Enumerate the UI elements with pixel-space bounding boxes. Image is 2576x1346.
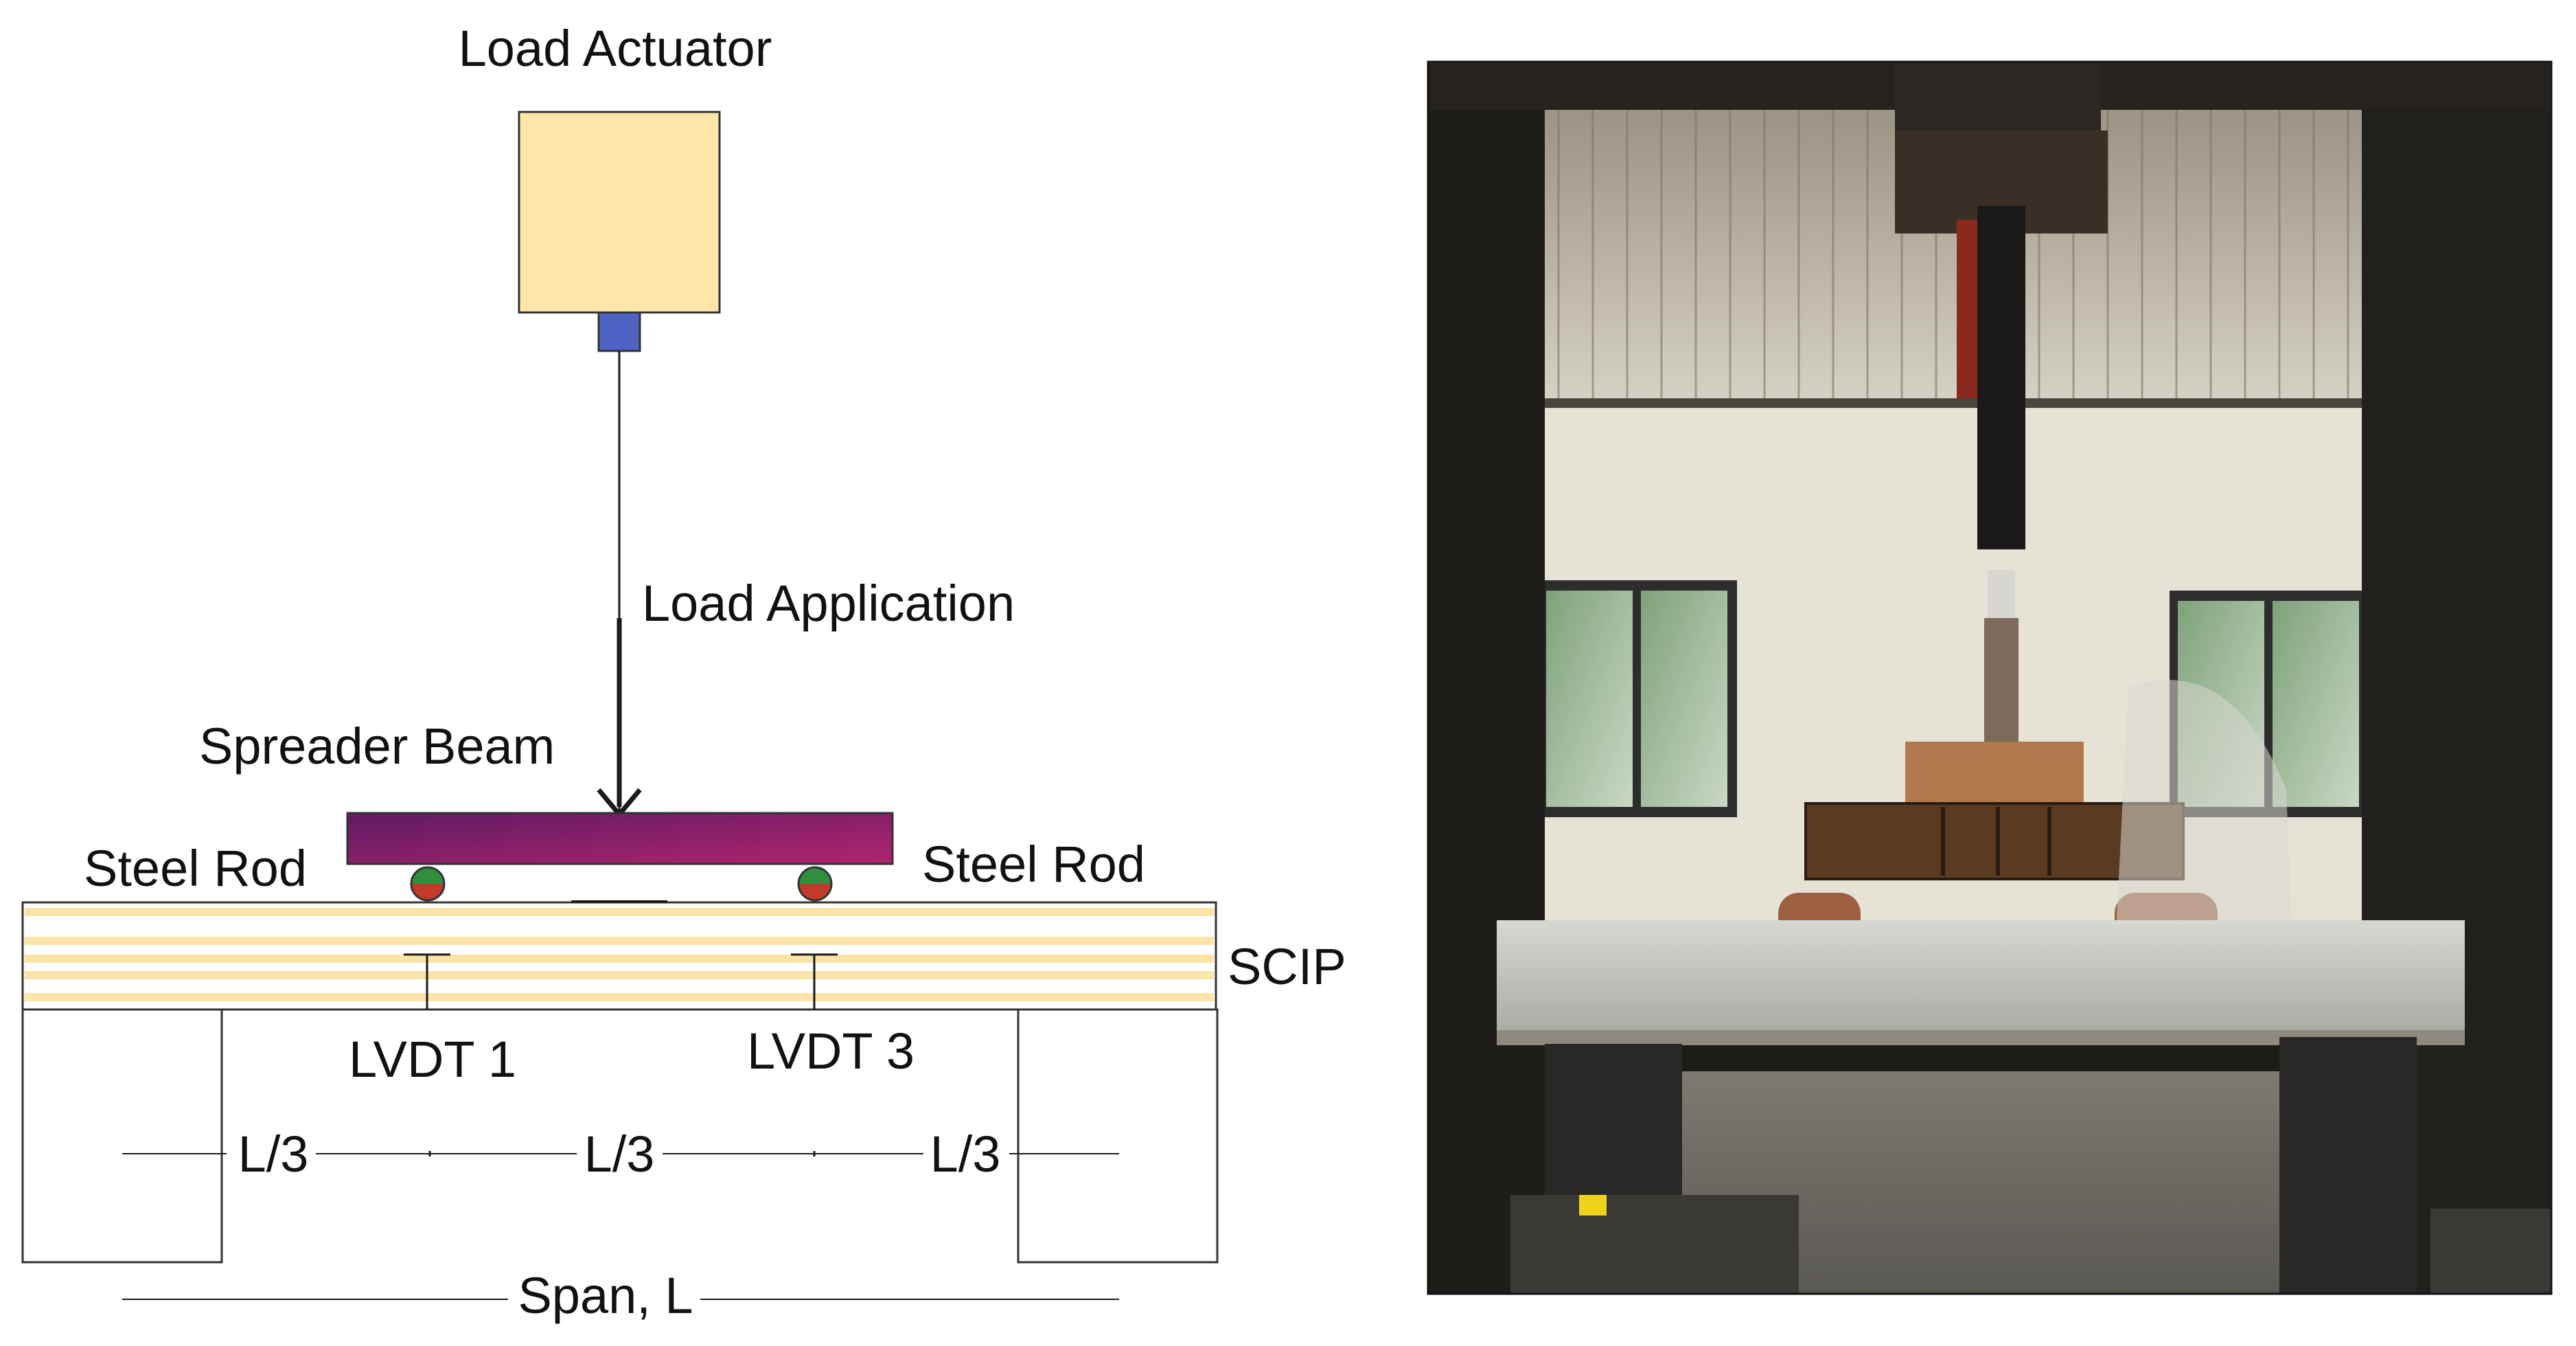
third-label-1: L/3: [238, 1126, 309, 1183]
support-right: [1017, 1008, 1219, 1264]
third-label-3: L/3: [930, 1126, 1001, 1183]
third-label-2: L/3: [584, 1126, 655, 1183]
load-actuator-label: Load Actuator: [459, 20, 772, 77]
thirds-dimension-line: [122, 1151, 1119, 1156]
lvdt-3: [791, 953, 838, 1010]
steel-rod-right-label: Steel Rod: [922, 836, 1145, 893]
test-setup-photo: [1427, 60, 2553, 1295]
span-label: Span, L: [518, 1267, 693, 1324]
load-application-label: Load Application: [642, 575, 1015, 632]
scip-panel: [21, 900, 1217, 1011]
steel-rod-left-label: Steel Rod: [84, 840, 307, 897]
spreader-beam: [346, 812, 894, 865]
load-actuator-body: [518, 111, 721, 314]
lvdt-1-label: LVDT 1: [349, 1031, 516, 1088]
steel-rod-right: [797, 866, 833, 902]
lvdt-1: [404, 953, 450, 1010]
load-actuator-piston: [597, 311, 641, 352]
lvdt-3-label: LVDT 3: [747, 1023, 915, 1080]
steel-rod-left: [410, 866, 446, 902]
support-left: [21, 1008, 223, 1264]
scip-label: SCIP: [1228, 938, 1346, 995]
schematic: Load Actuator Load Application Spreader …: [21, 20, 1346, 1324]
spreader-beam-label: Spreader Beam: [199, 718, 555, 775]
